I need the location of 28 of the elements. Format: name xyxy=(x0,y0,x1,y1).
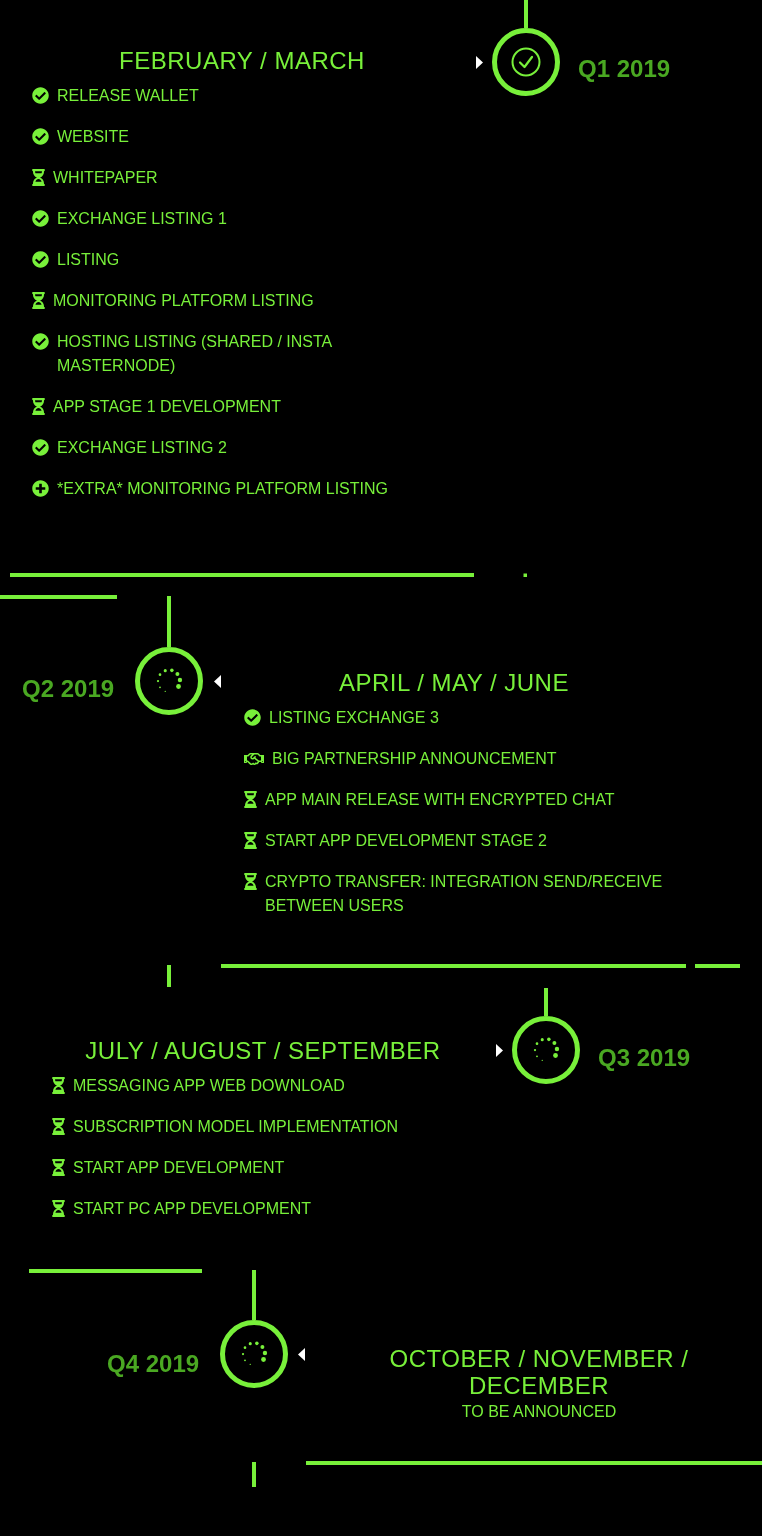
section-heading: FEBRUARY / MARCH xyxy=(118,47,366,74)
roadmap-item: MONITORING PLATFORM LISTING xyxy=(53,291,314,311)
roadmap-item: LISTING xyxy=(57,250,120,270)
roadmap-item: WEBSITE xyxy=(57,127,129,147)
quarter-label: Q1 2019 xyxy=(578,55,671,83)
roadmap-item: WHITEPAPER xyxy=(53,168,158,188)
quarter-label: Q4 2019 xyxy=(107,1350,200,1378)
roadmap-item: HOSTING LISTING (SHARED / INSTA MASTERNODE) xyxy=(57,332,333,376)
section-heading: OCTOBER / NOVEMBER / DECEMBER xyxy=(388,1345,690,1399)
roadmap-item: SUBSCRIPTION MODEL IMPLEMENTATION xyxy=(73,1117,399,1137)
roadmap-item: APP STAGE 1 DEVELOPMENT xyxy=(53,397,281,417)
roadmap-item: START PC APP DEVELOPMENT xyxy=(73,1199,311,1219)
roadmap-item: EXCHANGE LISTING 2 xyxy=(57,438,227,458)
roadmap-item: RELEASE WALLET xyxy=(57,86,199,106)
section-heading: APRIL / MAY / JUNE xyxy=(338,669,570,696)
roadmap-item: BIG PARTNERSHIP ANNOUNCEMENT xyxy=(272,749,557,769)
quarter-label: Q2 2019 xyxy=(22,675,115,703)
roadmap-item: LISTING EXCHANGE 3 xyxy=(269,708,439,728)
roadmap-item: APP MAIN RELEASE WITH ENCRYPTED CHAT xyxy=(265,790,615,810)
roadmap-item: START APP DEVELOPMENT xyxy=(73,1158,285,1178)
roadmap-item: CRYPTO TRANSFER: INTEGRATION SEND/RECEIVE BETWEEN USERS xyxy=(265,872,664,916)
roadmap-item: MESSAGING APP WEB DOWNLOAD xyxy=(73,1076,345,1096)
quarter-label: Q3 2019 xyxy=(598,1044,691,1072)
roadmap-item: EXCHANGE LISTING 1 xyxy=(57,209,227,229)
section-heading: JULY / AUGUST / SEPTEMBER xyxy=(84,1037,442,1064)
roadmap-item: START APP DEVELOPMENT STAGE 2 xyxy=(265,831,547,851)
roadmap-item: *EXTRA* MONITORING PLATFORM LISTING xyxy=(57,479,388,499)
status-note: TO BE ANNOUNCED xyxy=(460,1402,618,1422)
